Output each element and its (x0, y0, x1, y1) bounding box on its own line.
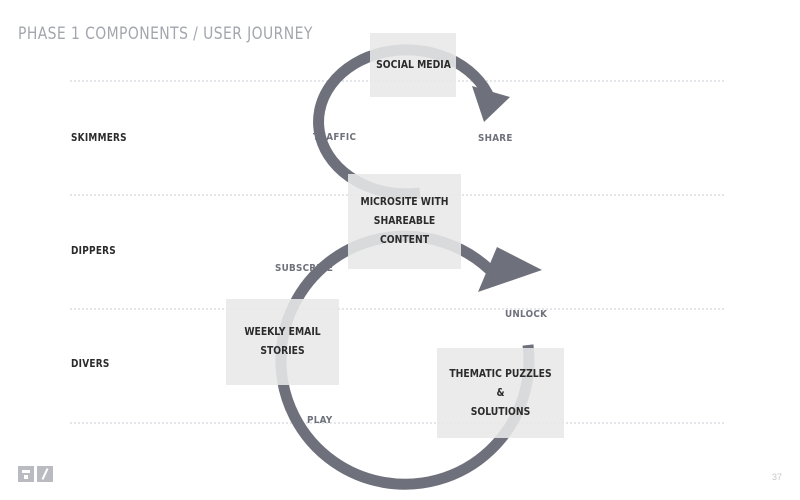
node-social-media: SOCIAL MEDIA (370, 33, 456, 97)
logo-mark-right (37, 466, 53, 482)
edge-label-unlock: UNLOCK (505, 309, 548, 320)
node-microsite-label: MICROSITE WITH SHAREABLE CONTENT (360, 196, 449, 246)
node-thematic-puzzles: THEMATIC PUZZLES & SOLUTIONS (437, 348, 564, 438)
row-label-skimmers: SKIMMERS (71, 132, 127, 144)
node-social-media-label: SOCIAL MEDIA (375, 58, 451, 71)
unlock-arrowhead (478, 247, 542, 292)
node-weekly-email-label: WEEKLY EMAIL STORIES (244, 326, 321, 357)
node-microsite: MICROSITE WITH SHAREABLE CONTENT (348, 174, 461, 269)
edge-label-subscribe: SUBSCRIBE (275, 263, 334, 274)
node-thematic-puzzles-label: THEMATIC PUZZLES & SOLUTIONS (449, 367, 552, 418)
slide-title: PHASE 1 COMPONENTS / USER JOURNEY (18, 24, 313, 44)
edge-label-traffic: TRAFFIC (313, 132, 357, 143)
node-weekly-email: WEEKLY EMAIL STORIES (226, 299, 339, 385)
logo-mark-left (18, 466, 34, 482)
page-number: 37 (771, 472, 782, 482)
edge-label-play: PLAY (307, 415, 333, 426)
brand-logo (18, 466, 53, 482)
edge-label-share: SHARE (478, 133, 513, 144)
share-arrowhead (472, 86, 510, 122)
row-label-dippers: DIPPERS (71, 245, 116, 257)
row-label-divers: DIVERS (71, 358, 110, 370)
